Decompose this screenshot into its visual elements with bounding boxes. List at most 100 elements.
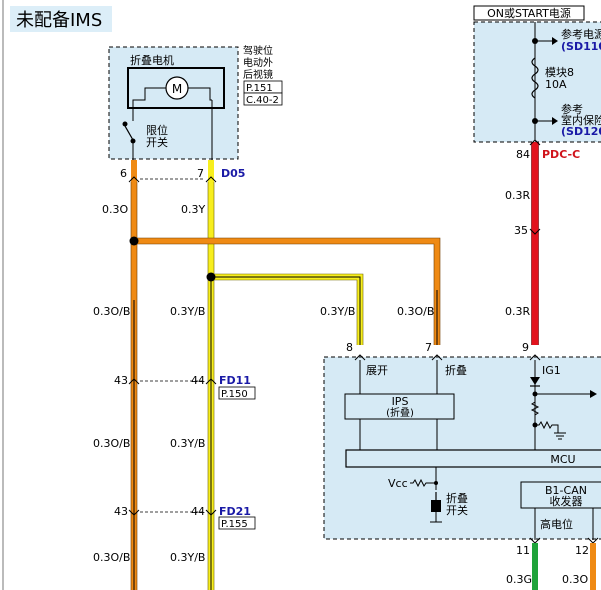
module-pin-9: 9 [522,341,529,354]
wire-label-ob-2: 0.3O/B [93,437,130,450]
diagram-title: 未配备IMS [16,10,102,31]
mirror-control-module [323,356,601,540]
pdc-pin-84: 84 [516,148,530,161]
power-header-label: ON或START电源 [487,6,571,20]
ig1-pulldown-resistor-icon [535,420,559,433]
power-ref1-code: (SD110 [561,40,601,53]
module-fold-label: 折叠 [445,363,467,377]
mirror-ref-page: P.151 [246,83,273,94]
wire-label-ob-1: 0.3O/B [93,305,130,318]
yellow-branch-edge-bottom [211,279,358,345]
wire-label-yb-3: 0.3Y/B [170,551,205,564]
vcc-resistor-icon [410,478,429,488]
ig1-diode-icon [530,377,540,385]
mirror-ref-code-box [243,92,283,106]
module-pin-8: 8 [346,341,353,354]
module-pin-12: 12 [575,544,589,557]
fuse-label: 模块8 [545,66,574,79]
fold-switch-label-line1: 折叠 [446,491,468,505]
fd21-ref-box [218,516,256,530]
wire-label-yb-2: 0.3Y/B [170,437,205,450]
wire-label-ob-branch: 0.3O/B [397,305,434,318]
mirror-ref-code: C.40-2 [246,95,279,106]
red-connector-pin-35: 35 [514,224,528,237]
chevron-fd21-pin44 [205,509,217,516]
module-pin-7: 7 [425,341,432,354]
mcu-box [345,449,601,468]
fd21-pin-44: 44 [191,505,205,518]
limit-switch-lever [124,125,134,141]
chevron-pdc-84 [529,139,541,146]
mirror-motor-panel [108,46,239,160]
power-ref2-label-line1: 参考 [561,102,583,116]
wire-label-yb-branch: 0.3Y/B [320,305,355,318]
chevron-module-pin7 [431,354,443,361]
wire-label-orange-top: 0.3O [102,203,128,216]
pdc-connector-name: PDC-C [542,148,580,161]
fd11-ref-page: P.150 [221,389,248,400]
motor-box [127,67,225,109]
yellow-branch-edge-top [211,273,364,345]
wire-label-green: 0.3G [506,573,532,586]
fuse-rating: 10A [545,78,567,91]
fold-switch-splice [434,481,438,485]
fd21-ref-page: P.155 [221,519,248,530]
red-wire-label-2: 0.3R [505,305,530,318]
chevron-module-pin8 [354,354,366,361]
motor-symbol-letter: M [172,82,182,96]
limit-switch-contact-bottom [130,138,136,144]
chevron-d05-pin7 [205,176,217,183]
power-header-box [473,5,585,21]
chevron-fd11-pin44 [205,378,217,385]
mirror-name-line3: 后视镜 [243,68,273,81]
power-ref2-code: (SD120 [561,125,601,138]
wire-label-ob-3: 0.3O/B [93,551,130,564]
motor-label: 折叠电机 [130,53,174,67]
mirror-name-line1: 驾驶位 [243,44,273,57]
module-unfold-label: 展开 [366,364,388,377]
can-transceiver-label: 收发器 [550,494,583,508]
can-bus-label: B1-CAN [545,484,587,497]
can-transceiver-box [520,481,601,509]
fd21-connector-name: FD21 [219,505,251,518]
chevron-d05-pin6 [128,176,140,183]
limit-switch-contact-top [122,121,128,127]
yellow-splice-dot [206,272,216,282]
orange-branch-to-fold [134,238,440,345]
mirror-name-line2: 电动外 [243,56,273,69]
connector-chevrons [128,176,217,516]
fd11-pin-44: 44 [191,374,205,387]
fd11-connector-name: FD11 [219,374,251,387]
wire-label-yellow-top: 0.3Y [181,203,205,216]
orange-branch-edge-top [134,237,441,345]
motor-wire-right-top [188,87,212,101]
title-background [10,6,112,32]
ips-sublabel: (折叠) [386,406,414,419]
limit-switch-label-line2: 开关 [146,135,168,149]
orange-splice-dot [129,236,139,246]
ips-label: IPS [392,395,409,408]
chevron-module-pin9 [529,354,541,361]
yellow-branch-tracer [211,276,361,345]
power-ref2-arrow-icon [552,117,558,125]
orange-branch-edge-bottom [134,243,435,345]
module-pin-11: 11 [516,544,530,557]
red-wire-label-1: 0.3R [505,189,530,202]
ips-box [344,393,455,420]
ig1-label: IG1 [542,364,561,377]
power-ref1-label: 参考电源 [561,27,601,41]
can-high-label: 高电位 [540,517,573,531]
chevron-fd21-pin43 [128,509,140,516]
fd11-ref-box [218,386,256,400]
ig1-branch-arrow-icon [590,390,597,398]
fd11-pin-43: 43 [114,374,128,387]
limit-switch-label-line1: 限位 [146,123,168,137]
fold-switch-label-line2: 开关 [446,503,468,517]
d05-pin-7: 7 [197,167,204,180]
fold-switch-icon [431,500,441,512]
d05-pin-6: 6 [120,167,127,180]
ig1-resistor-icon [530,401,540,416]
power-ref2-label-line2: 室内保险 [561,113,601,127]
chevron-fd11-pin43 [128,378,140,385]
